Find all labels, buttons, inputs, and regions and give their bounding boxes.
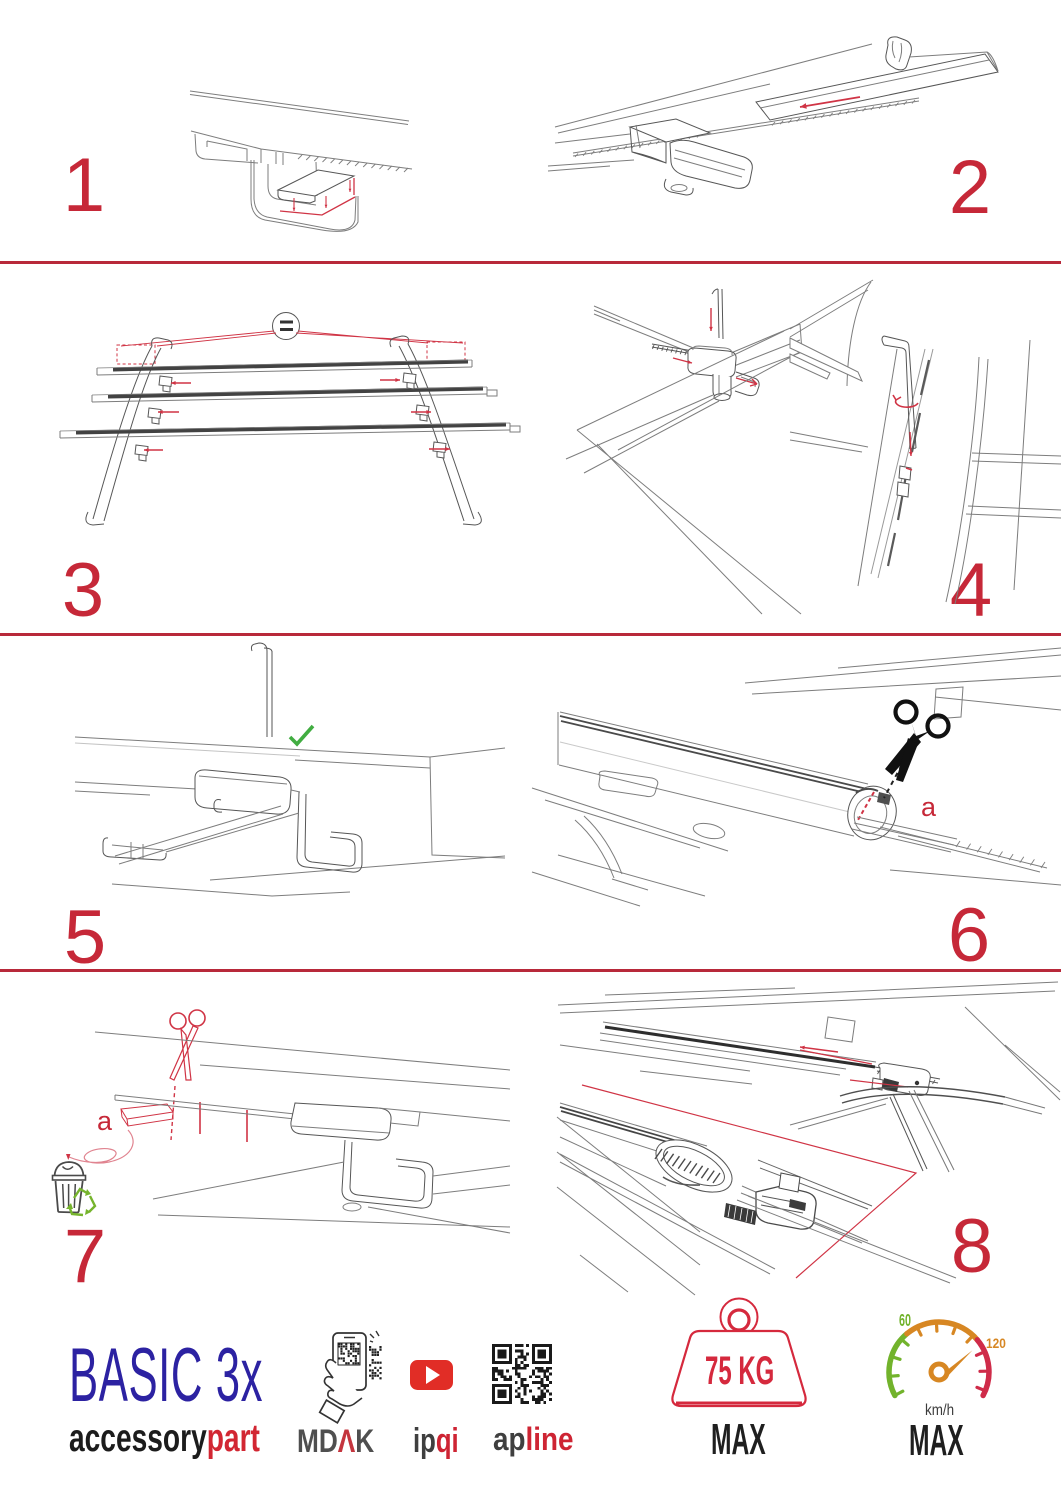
svg-text:75 KG: 75 KG: [705, 1348, 774, 1393]
svg-text:120: 120: [986, 1335, 1006, 1351]
svg-text:8: 8: [951, 1204, 993, 1289]
svg-text:7: 7: [64, 1214, 106, 1299]
svg-text:ipqi: ipqi: [413, 1423, 459, 1460]
svg-text:60: 60: [899, 1311, 911, 1330]
svg-text:km/h: km/h: [925, 1402, 954, 1419]
svg-text:5: 5: [64, 895, 106, 980]
svg-text:a: a: [97, 1106, 113, 1136]
svg-text:2: 2: [949, 145, 991, 230]
svg-text:MDΛK: MDΛK: [297, 1425, 374, 1460]
svg-text:1: 1: [63, 143, 105, 228]
svg-text:BASIC 3x: BASIC 3x: [69, 1334, 263, 1419]
svg-text:MAX: MAX: [711, 1415, 766, 1464]
svg-text:apline: apline: [493, 1422, 573, 1457]
svg-text:3: 3: [62, 548, 104, 633]
svg-text:6: 6: [948, 893, 990, 978]
svg-text:4: 4: [950, 548, 992, 633]
svg-text:a: a: [921, 792, 937, 822]
svg-text:MAX: MAX: [909, 1416, 964, 1465]
svg-text:accessorypart: accessorypart: [69, 1417, 260, 1461]
